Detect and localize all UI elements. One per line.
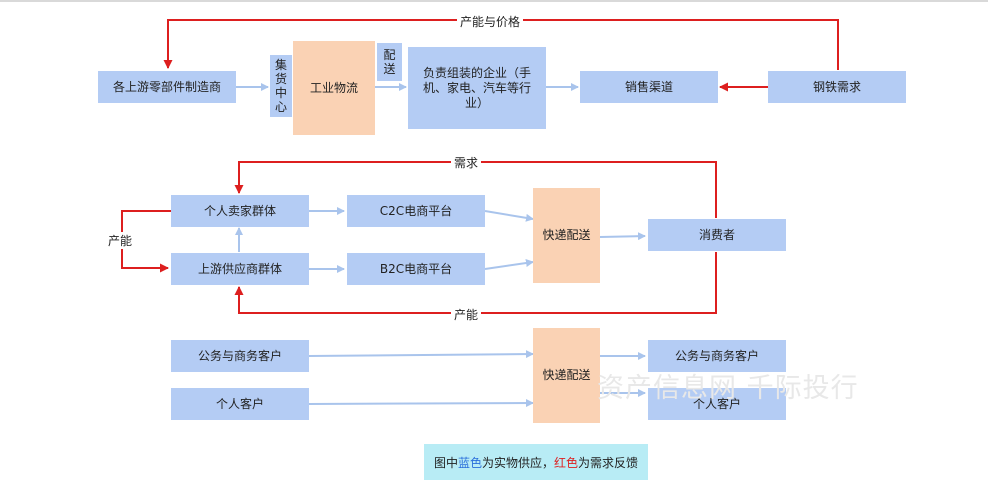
capacity-price-label: 产能与价格	[457, 13, 524, 30]
legend-box: 图中蓝色为实物供应，红色为需求反馈	[424, 444, 648, 480]
arrow-personal-to-express	[308, 399, 534, 408]
arrow-gov-to-express	[308, 350, 534, 359]
demand-label: 需求	[451, 154, 482, 171]
personal-clients-right-node: 个人客户	[648, 388, 786, 420]
assembler-node: 负责组装的企业（手机、家电、汽车等行业）	[408, 47, 546, 129]
express-delivery-bottom-node: 快递配送	[533, 328, 600, 423]
top-border	[0, 0, 988, 2]
c2c-platform-node: C2C电商平台	[347, 195, 485, 227]
arrow-b2c-to-express	[484, 259, 534, 270]
individual-sellers-node: 个人卖家群体	[171, 195, 309, 227]
steel-demand-node: 钢铁需求	[768, 71, 906, 103]
consumer-node: 消费者	[648, 219, 786, 251]
legend-blue-word: 蓝色	[457, 455, 482, 470]
legend-middle: 为实物供应，	[481, 455, 554, 470]
gov-business-clients-left-node: 公务与商务客户	[171, 340, 309, 372]
delivery-node: 配送	[377, 43, 402, 81]
b2c-platform-node: B2C电商平台	[347, 253, 485, 285]
arrow-c2c-to-express	[484, 210, 534, 222]
personal-clients-left-node: 个人客户	[171, 388, 309, 420]
upstream-manufacturers-node: 各上游零部件制造商	[98, 71, 236, 103]
hub-node: 集货中心	[270, 55, 292, 117]
industrial-logistics-node: 工业物流	[293, 41, 375, 135]
legend-red-word: 红色	[554, 455, 579, 470]
upstream-suppliers-node: 上游供应商群体	[171, 253, 309, 285]
side-capacity-label: 产能	[105, 232, 136, 249]
sales-channel-node: 销售渠道	[580, 71, 718, 103]
capacity-label: 产能	[451, 306, 482, 323]
watermark-text: 资产信息网 千际投行	[597, 373, 859, 404]
gov-business-clients-right-node: 公务与商务客户	[648, 340, 786, 372]
express-delivery-node: 快递配送	[533, 188, 600, 283]
legend-prefix: 图中	[433, 455, 458, 470]
legend-suffix: 为需求反馈	[578, 455, 639, 470]
arrow-express-to-consumer	[599, 232, 646, 241]
